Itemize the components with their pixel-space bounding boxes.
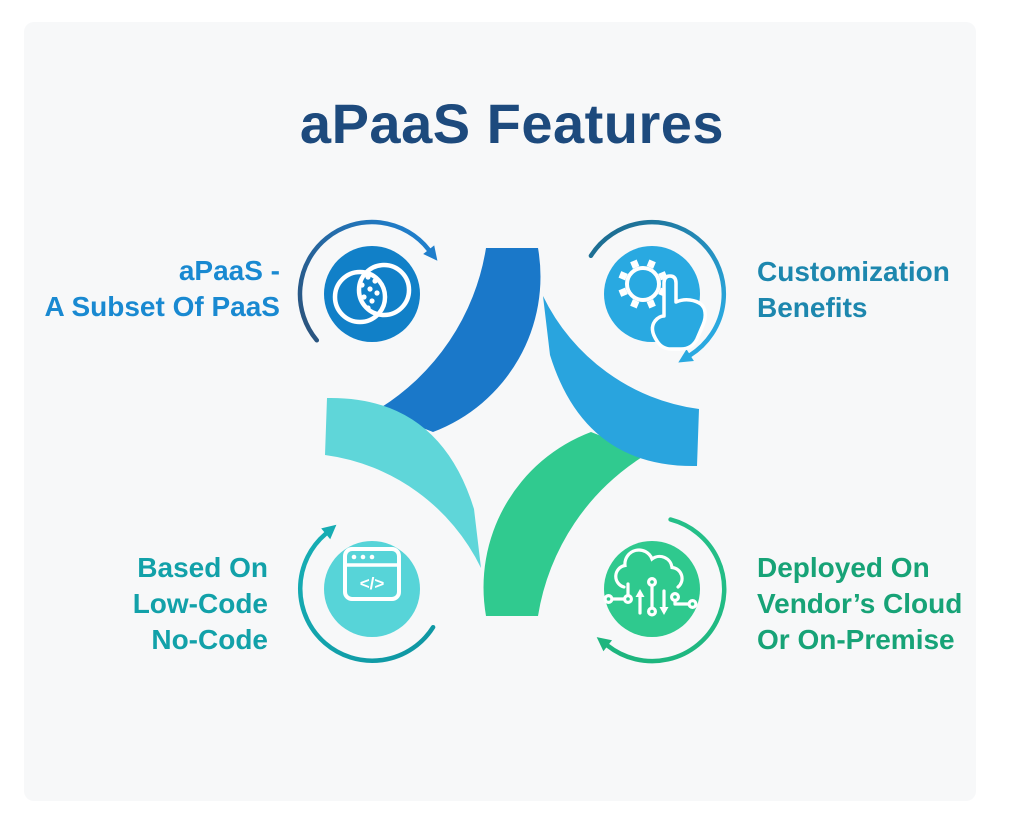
label-top-right-line1: Customization — [757, 256, 950, 287]
page-title: aPaaS Features — [300, 92, 724, 155]
pinwheel-blade-bottom-left — [325, 397, 481, 568]
label-bottom-left: Based On Low-Code No-Code — [133, 552, 268, 655]
code-symbol-text: </> — [360, 574, 385, 593]
label-bottom-right-line1: Deployed On — [757, 552, 930, 583]
label-top-left-line2: A Subset Of PaaS — [45, 291, 280, 322]
cycle-arrow-bottom-right — [605, 517, 727, 664]
quadrant-bottom-left: </> Based On Low-Code No-Code — [133, 524, 436, 663]
pinwheel-blade-top-left — [377, 248, 541, 432]
code-window-icon: </> — [343, 547, 401, 601]
cycle-arrow-top-right — [588, 219, 727, 358]
pinwheel-blade-bottom-right — [483, 432, 647, 616]
arrowhead-top-right — [678, 349, 694, 363]
quadrant-bottom-right: Deployed On Vendor’s Cloud Or On-Premise — [596, 517, 962, 664]
label-bottom-right: Deployed On Vendor’s Cloud Or On-Premise — [757, 552, 962, 655]
cloud-network-icon — [603, 548, 698, 617]
pinwheel-graphic — [325, 248, 699, 616]
cycle-arrow-top-left — [297, 219, 431, 343]
icon-circle-subset — [324, 246, 420, 342]
label-top-right-line2: Benefits — [757, 292, 867, 323]
venn-overlap-icon — [332, 262, 412, 325]
label-bottom-right-line2: Vendor’s Cloud — [757, 588, 962, 619]
gear-hand-icon — [618, 259, 707, 351]
label-top-left-line1: aPaaS - — [179, 255, 280, 286]
panel-background — [24, 22, 976, 801]
label-top-left: aPaaS - A Subset Of PaaS — [45, 255, 280, 322]
label-bottom-right-line3: Or On-Premise — [757, 624, 955, 655]
label-top-right: Customization Benefits — [757, 256, 950, 323]
arrowhead-top-left — [423, 245, 438, 261]
pinwheel-blade-top-right — [543, 296, 699, 467]
quadrant-top-left: aPaaS - A Subset Of PaaS — [45, 219, 438, 343]
arrowhead-bottom-right — [596, 637, 612, 652]
label-bottom-left-line2: Low-Code — [133, 588, 268, 619]
label-bottom-left-line3: No-Code — [151, 624, 268, 655]
quadrant-top-right: Customization Benefits — [588, 219, 950, 363]
cycle-arrow-bottom-left — [297, 531, 436, 663]
arrowhead-bottom-left — [321, 524, 337, 540]
label-bottom-left-line1: Based On — [137, 552, 268, 583]
